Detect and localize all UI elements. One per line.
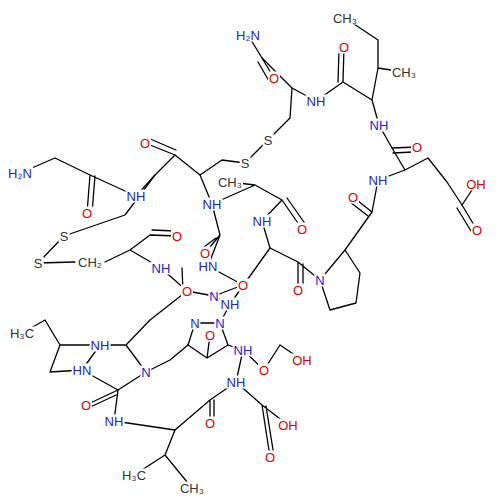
atom-label: OH bbox=[465, 178, 487, 191]
atom-label: N bbox=[208, 290, 219, 303]
atom-label: CH₃ bbox=[332, 12, 358, 25]
atom-label: O bbox=[81, 207, 93, 220]
atom-label: HN bbox=[72, 364, 93, 377]
atom-label: NH bbox=[306, 95, 327, 108]
atom-label: S bbox=[240, 157, 251, 170]
atom-label: NH bbox=[202, 198, 223, 211]
atom-label: O bbox=[139, 137, 151, 150]
atom-label: N bbox=[189, 317, 200, 330]
atom-label: O bbox=[471, 224, 483, 237]
atom-label: S bbox=[59, 230, 70, 243]
atom-label: O bbox=[264, 451, 276, 464]
atom-label: HN bbox=[198, 260, 219, 273]
atom-label: O bbox=[199, 247, 211, 260]
atom-label: O bbox=[204, 417, 216, 430]
atom-label: O bbox=[338, 41, 350, 54]
atom-label: H₂N bbox=[7, 167, 33, 180]
atom-label: O bbox=[181, 285, 193, 298]
atom-label: NH bbox=[226, 376, 247, 389]
atom-label: S bbox=[33, 257, 44, 270]
atom-label: NH bbox=[368, 174, 389, 187]
atom-label: N bbox=[140, 366, 151, 379]
atom-label: O bbox=[171, 230, 183, 243]
atom-label: H₃C bbox=[121, 469, 147, 482]
atom-label: H₂N bbox=[235, 29, 261, 42]
atom-label: NH bbox=[151, 262, 172, 275]
atom-label: O bbox=[80, 399, 92, 412]
atom-label: NH bbox=[252, 215, 273, 228]
atom-label: O bbox=[268, 72, 280, 85]
atom-label: OH bbox=[277, 419, 299, 432]
atom-label: H₃C bbox=[9, 327, 35, 340]
atom-label: O bbox=[258, 364, 270, 377]
atom-label: O bbox=[411, 141, 423, 154]
atom-label: O bbox=[237, 279, 249, 292]
atom-label: O bbox=[347, 191, 359, 204]
atom-label: CH₃ bbox=[217, 176, 243, 189]
atom-label: N bbox=[314, 274, 325, 287]
atom-label: O bbox=[292, 284, 304, 297]
atom-label: CH₃ bbox=[391, 66, 417, 79]
atom-label: O bbox=[296, 223, 308, 236]
atom-label: NH bbox=[220, 298, 241, 311]
atom-label: S bbox=[263, 134, 274, 147]
atom-label: O bbox=[204, 329, 216, 342]
atom-label: NH bbox=[104, 415, 125, 428]
atom-label: NH bbox=[126, 190, 147, 203]
atom-label: CH₂ bbox=[77, 256, 103, 269]
atom-label: CH₃ bbox=[179, 482, 205, 495]
atom-label: NH bbox=[233, 344, 254, 357]
atom-label: NH bbox=[90, 339, 111, 352]
atom-label: NH bbox=[369, 119, 390, 132]
atom-label: OH bbox=[291, 354, 313, 367]
